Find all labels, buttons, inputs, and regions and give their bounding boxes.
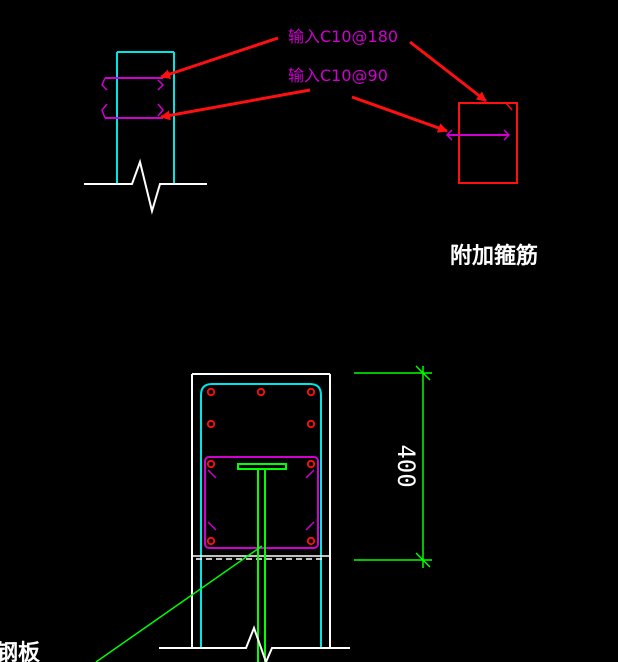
column-elevation-top (84, 51, 207, 215)
rebar-dots (206, 387, 316, 546)
column-section-bottom (159, 373, 350, 662)
break-line-bottom (159, 625, 350, 662)
dimension-400-label: 400 (392, 444, 420, 487)
label-steel-plate: 钢板 (0, 640, 41, 662)
leader-arrows (160, 36, 487, 133)
arrow-c10-180-right (409, 40, 487, 103)
leader-steel-plate (95, 545, 263, 662)
stirrup-rect-bottom (204, 456, 319, 549)
stirrup-upper (101, 77, 165, 91)
dimension-400 (354, 365, 432, 568)
label-input-c10-90: 输入C10@90 (288, 66, 388, 85)
arrow-c10-90-left (160, 88, 311, 121)
arrow-c10-90-right (351, 95, 448, 133)
label-input-c10-180: 输入C10@180 (288, 27, 398, 46)
stirrup-lower (101, 103, 164, 119)
break-line-top (84, 158, 207, 215)
label-additional-stirrup: 附加箍筋 (450, 243, 538, 269)
embedded-steel-section (237, 463, 287, 662)
arrow-c10-180-left (160, 36, 279, 79)
additional-stirrup-section (445, 102, 518, 184)
